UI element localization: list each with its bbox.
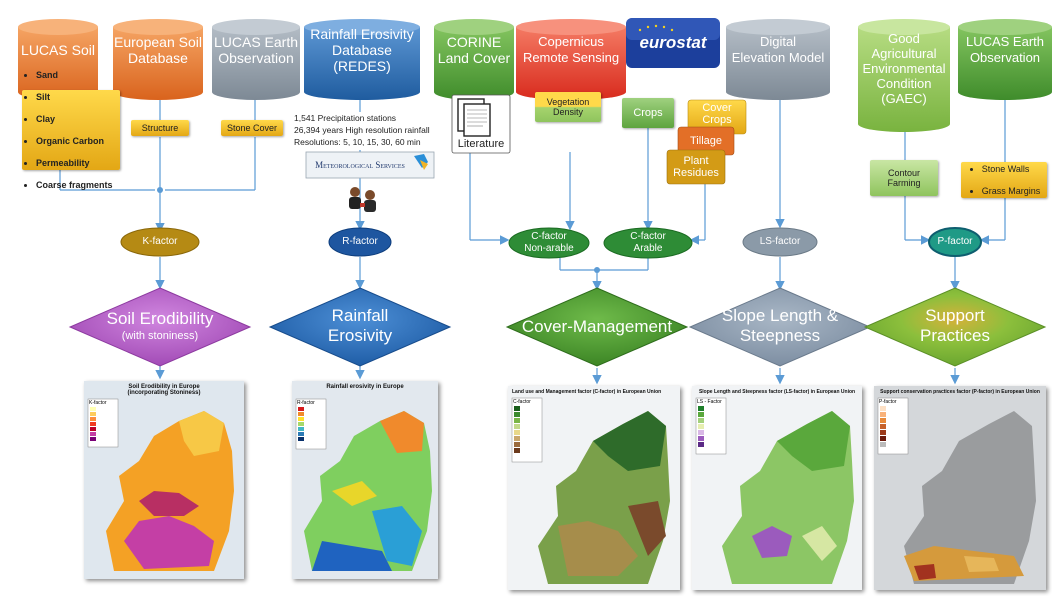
literature-icon bbox=[451, 94, 511, 154]
stone-walls-note: Stone Walls Grass Margins bbox=[961, 162, 1047, 198]
people-icon bbox=[349, 187, 376, 212]
p-factor-label: P-factor bbox=[937, 236, 973, 247]
map-r-graphic bbox=[295, 398, 432, 571]
diamond-cover-management bbox=[505, 287, 689, 367]
eurostat-logo bbox=[626, 18, 720, 68]
oval-ls bbox=[742, 227, 818, 257]
soil-property-item: Permeability bbox=[36, 157, 113, 169]
plant-residues-tile bbox=[666, 149, 726, 185]
oval-p bbox=[928, 227, 982, 257]
map-ls-title: Slope Length and Steepness factor (LS-fa… bbox=[698, 389, 856, 395]
crops-note: Crops bbox=[622, 98, 674, 128]
junction-c bbox=[594, 267, 600, 273]
soil-property-item: Coarse fragments bbox=[36, 179, 113, 191]
map-soil-erodibility: Soil Erodibility in Europe (incorporatin… bbox=[84, 381, 244, 579]
oval-c-arable bbox=[603, 227, 693, 259]
map-k-legend-title: K-factor bbox=[89, 400, 107, 406]
structure-note: Structure bbox=[131, 120, 189, 136]
cylinder-dem bbox=[726, 19, 830, 100]
map-ls-legend-title: LS - Factor bbox=[697, 399, 722, 405]
diamond-support bbox=[863, 287, 1047, 367]
source-corine-label: CORINE Land Cover bbox=[437, 34, 511, 66]
soil-property-item: Silt bbox=[36, 91, 113, 103]
source-lucas-soil-label: LUCAS Soil bbox=[21, 42, 95, 58]
ls-factor-label: LS-factor bbox=[759, 236, 801, 247]
cover-crops-label: Cover Crops bbox=[702, 102, 732, 126]
stone-cover-note: Stone Cover bbox=[221, 120, 283, 136]
map-r-legend-title: R-factor bbox=[297, 400, 315, 406]
source-lucas-earth-obs-2-label: LUCAS Earth Observation bbox=[965, 34, 1045, 65]
redes-stat-line: 26,394 years High resolution rainfall bbox=[294, 125, 430, 135]
soil-properties-note: Sand Silt Clay Organic Carbon Permeabili… bbox=[22, 70, 120, 190]
plant-residues-label: Plant Residues bbox=[673, 155, 719, 179]
source-copernicus-label: Copernicus Remote Sensing bbox=[522, 34, 620, 65]
cylinder-lucas-earth-obs-2 bbox=[958, 19, 1052, 100]
cylinder-copernicus bbox=[516, 19, 626, 100]
map-c-legend-title: C-factor bbox=[513, 399, 531, 405]
cylinder-european-soil-db bbox=[113, 19, 203, 100]
c-factor-arable-label: C-factor Arable bbox=[630, 231, 666, 254]
map-p-legend-title: P-factor bbox=[879, 399, 897, 405]
map-ls-graphic bbox=[695, 397, 854, 584]
map-support-practices: Support conservation practices factor (P… bbox=[874, 386, 1046, 590]
cylinder-lucas-earth-obs-1 bbox=[212, 19, 300, 100]
soil-properties-list: Sand Silt Clay Organic Carbon Permeabili… bbox=[22, 59, 113, 201]
soil-property-item: Sand bbox=[36, 69, 113, 81]
source-dem-label: Digital Elevation Model bbox=[731, 34, 825, 65]
k-factor-label: K-factor bbox=[142, 236, 178, 247]
stone-walls-item: Grass Margins bbox=[982, 185, 1041, 197]
cylinder-redes bbox=[304, 19, 420, 100]
stone-walls-list: Stone Walls Grass Margins bbox=[968, 153, 1041, 207]
stone-walls-item: Stone Walls bbox=[982, 163, 1041, 175]
redes-stat-line: 1,541 Precipitation stations bbox=[294, 113, 397, 123]
source-eurostat-label: eurostat bbox=[639, 33, 707, 52]
cylinder-gaec bbox=[858, 19, 950, 132]
diamond-soil-erodibility bbox=[68, 287, 252, 367]
redes-stats-note: 1,541 Precipitation stations 26,394 year… bbox=[294, 112, 432, 150]
source-gaec-label: Good Agricultural Environmental Conditio… bbox=[862, 30, 946, 106]
r-factor-label: R-factor bbox=[342, 236, 378, 247]
redes-stat-line: Resolutions: 5, 10, 15, 30, 60 min bbox=[294, 137, 421, 147]
map-cover-management: Land use and Management factor (C-factor… bbox=[508, 386, 680, 590]
map-r-title: Rainfall erosivity in Europe bbox=[326, 384, 404, 390]
map-p-graphic bbox=[877, 397, 1036, 584]
contour-farming-note: Contour Farming bbox=[870, 160, 938, 196]
map-c-graphic bbox=[511, 397, 670, 584]
tillage-label: Tillage bbox=[690, 135, 722, 147]
vegetation-density-note: Vegetation Density bbox=[535, 92, 601, 122]
map-c-title: Land use and Management factor (C-factor… bbox=[512, 389, 662, 395]
diamond-slope bbox=[688, 287, 872, 367]
source-lucas-earth-obs-1-label: LUCAS Earth Observation bbox=[213, 34, 299, 66]
met-services-banner bbox=[305, 151, 435, 179]
map-p-title: Support conservation practices factor (P… bbox=[880, 389, 1040, 395]
c-factor-nonarable-label: C-factor Non-arable bbox=[524, 231, 574, 254]
literature-label: Literature bbox=[457, 138, 505, 150]
junction-k bbox=[157, 187, 163, 193]
oval-r bbox=[328, 227, 392, 257]
oval-c-nonarable bbox=[508, 227, 590, 259]
met-services-label: Meteorological Services bbox=[315, 160, 405, 170]
source-european-soil-db-label: European Soil Database bbox=[114, 34, 202, 66]
map-k-title: Soil Erodibility in Europe (incorporatin… bbox=[127, 384, 201, 396]
map-rainfall-erosivity: Rainfall erosivity in Europe R-factor bbox=[292, 381, 438, 579]
source-redes-label: Rainfall Erosivity Database (REDES) bbox=[310, 26, 414, 74]
cylinder-lucas-soil bbox=[18, 19, 98, 100]
map-slope: Slope Length and Steepness factor (LS-fa… bbox=[692, 386, 862, 590]
oval-k bbox=[120, 227, 200, 257]
diamond-rainfall-erosivity bbox=[268, 287, 452, 367]
soil-property-item: Organic Carbon bbox=[36, 135, 113, 147]
cylinder-corine bbox=[434, 19, 514, 100]
soil-property-item: Clay bbox=[36, 113, 113, 125]
map-k-graphic bbox=[87, 398, 234, 571]
